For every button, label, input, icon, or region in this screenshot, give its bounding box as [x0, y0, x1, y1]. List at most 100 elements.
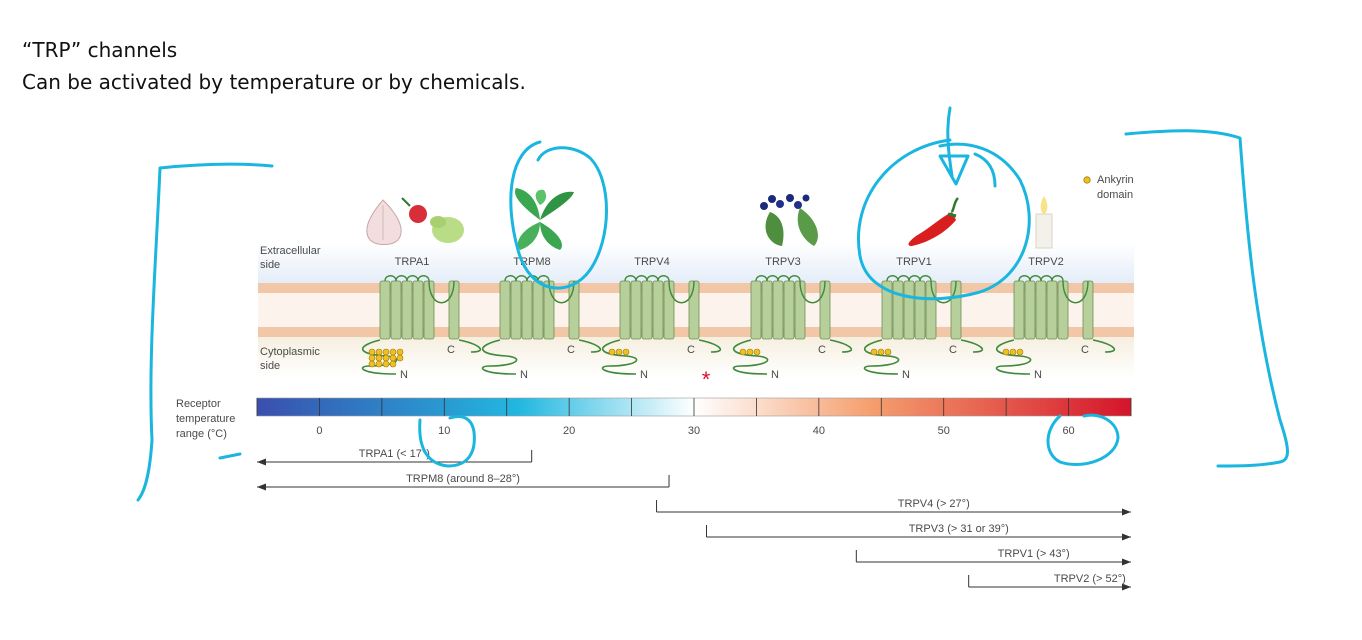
- pore-loop: [428, 280, 455, 304]
- transmembrane-helix: [568, 280, 580, 340]
- cytoplasmic-label-1: Cytoplasmic: [260, 346, 320, 358]
- transmembrane-helix: [543, 280, 555, 340]
- c-terminus: [1092, 339, 1116, 353]
- ankyrin-repeat: [615, 348, 623, 356]
- ankyrin-repeat: [368, 360, 376, 368]
- transmembrane-helix: [1035, 280, 1047, 340]
- temperature-tick-label: 60: [1062, 425, 1074, 437]
- transmembrane-helix: [1082, 280, 1094, 340]
- tick-60-circle-annotation: [1046, 413, 1120, 466]
- ankyrin-repeat: [382, 354, 390, 362]
- ankyrin-repeat: [884, 348, 892, 356]
- range-arrowhead: [1122, 508, 1131, 516]
- ankyrin-repeat: [375, 354, 383, 362]
- asterisk-mark: *: [702, 367, 711, 392]
- transmembrane-helix: [819, 280, 831, 340]
- chili-pepper-icon: [908, 197, 959, 246]
- range-arrow-2: TRPV4 (> 27°): [656, 498, 1131, 516]
- n-terminus: [995, 339, 1032, 375]
- range-label: TRPV2 (> 52°): [1054, 573, 1126, 585]
- temperature-tick-label: 0: [316, 425, 322, 437]
- range-arrowhead: [257, 458, 266, 466]
- n-terminus: [863, 339, 900, 375]
- c-terminus: [578, 339, 602, 353]
- c-terminus: [960, 339, 984, 353]
- pore-loop: [1062, 280, 1089, 304]
- transmembrane-helix: [619, 280, 631, 340]
- ankyrin-repeat: [375, 348, 383, 356]
- right-bracket-annotation: [1124, 129, 1289, 468]
- left-dash-annotation: [218, 452, 242, 460]
- n-terminus-label: N: [902, 369, 910, 381]
- garlic-radish-icon: [366, 197, 464, 245]
- range-label: TRPV4 (> 27°): [898, 498, 970, 510]
- ankyrin-repeat: [368, 348, 376, 356]
- range-arrow-5: TRPV2 (> 52°): [968, 573, 1131, 591]
- ankyrin-repeat: [368, 354, 376, 362]
- temperature-label-1: Receptor: [176, 398, 221, 410]
- transmembrane-helix: [1046, 280, 1058, 340]
- ankyrin-repeat: [396, 354, 404, 362]
- transmembrane-helix: [379, 280, 391, 340]
- transmembrane-helix: [499, 280, 511, 340]
- trpv1-circle-annotation: [857, 138, 1031, 301]
- transmembrane-helix: [761, 280, 773, 340]
- ankyrin-repeat: [753, 348, 761, 356]
- transmembrane-helix: [412, 280, 424, 340]
- temperature-tick-label: 40: [813, 425, 825, 437]
- n-terminus: [601, 339, 638, 375]
- channel-name: TRPV1: [896, 256, 931, 268]
- transmembrane-helix: [903, 280, 915, 340]
- pore-loop: [668, 280, 695, 304]
- ankyrin-legend-label-1: Ankyrin: [1097, 174, 1134, 186]
- temperature-label-2: temperature: [176, 413, 235, 425]
- hand-annotations: [136, 106, 1289, 502]
- transmembrane-helix: [401, 280, 413, 340]
- transmembrane-helix: [783, 280, 795, 340]
- ankyrin-repeat: [622, 348, 630, 356]
- channel-name: TRPV4: [634, 256, 669, 268]
- transmembrane-helix: [794, 280, 806, 340]
- range-label: TRPV3 (> 31 or 39°): [909, 523, 1009, 535]
- ankyrin-repeat: [396, 348, 404, 356]
- transmembrane-helix: [950, 280, 962, 340]
- trpm8-circle-annotation: [509, 140, 608, 290]
- ankyrin-repeat: [746, 348, 754, 356]
- range-arrowhead: [1122, 558, 1131, 566]
- ankyrin-repeat: [608, 348, 616, 356]
- transmembrane-helix: [750, 280, 762, 340]
- tick-10-circle-annotation: [418, 415, 476, 468]
- channel-name: TRPV3: [765, 256, 800, 268]
- transmembrane-helix: [641, 280, 653, 340]
- temperature-tick-label: 30: [688, 425, 700, 437]
- ankyrin-repeat: [739, 348, 747, 356]
- temperature-tick-label: 20: [563, 425, 575, 437]
- pore-loop: [799, 280, 826, 304]
- transmembrane-helix: [510, 280, 522, 340]
- ankyrin-repeat: [1009, 348, 1017, 356]
- transmembrane-helix: [772, 280, 784, 340]
- title-line-1: “TRP” channels: [22, 38, 178, 62]
- temperature-tick-label: 10: [438, 425, 450, 437]
- transmembrane-helix: [423, 280, 435, 340]
- n-terminus-label: N: [400, 369, 408, 381]
- transmembrane-helix: [1057, 280, 1069, 340]
- channel-name: TRPA1: [395, 256, 430, 268]
- helix-loop: [417, 275, 430, 282]
- range-arrow-3: TRPV3 (> 31 or 39°): [705, 523, 1131, 541]
- mint-leaf-icon: [515, 188, 574, 250]
- ankyrin-repeat: [877, 348, 885, 356]
- n-terminus-label: N: [1034, 369, 1042, 381]
- c-terminus-label: C: [1081, 344, 1089, 356]
- transmembrane-helix: [532, 280, 544, 340]
- transmembrane-helix: [630, 280, 642, 340]
- ankyrin-repeat: [389, 354, 397, 362]
- transmembrane-helix: [521, 280, 533, 340]
- ankyrin-repeat: [1002, 348, 1010, 356]
- temperature-label-3: range (°C): [176, 428, 227, 440]
